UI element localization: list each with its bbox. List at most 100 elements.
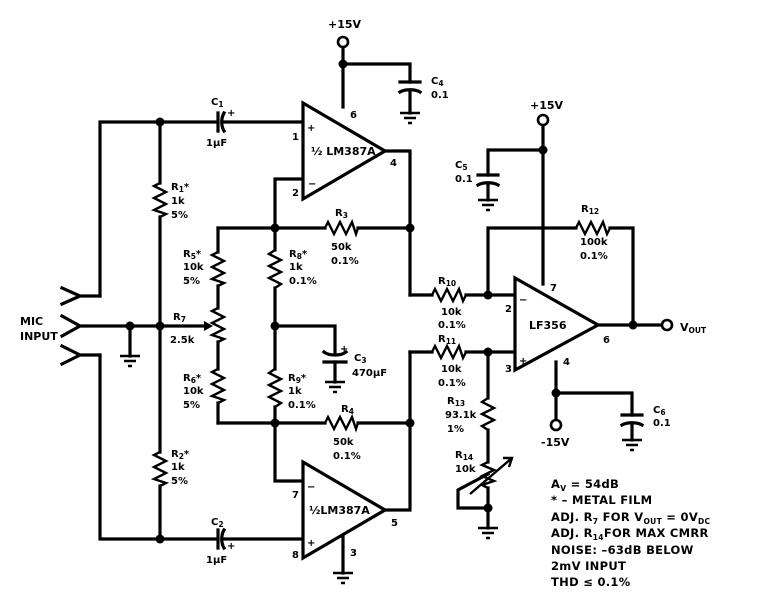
wire-u1b-out: [383, 350, 412, 512]
svg-text:R6*: R6*: [183, 373, 202, 385]
note-adj-r7: ADJ. R7 FOR VOUT = 0VDC: [551, 510, 711, 526]
svg-text:50k: 50k: [331, 242, 352, 253]
mic-connector-prong-bot: [59, 343, 102, 367]
svg-text:R8*: R8*: [289, 249, 308, 261]
c4-value: 0.1: [431, 90, 449, 101]
opamp-u1a: [301, 100, 389, 202]
resistor-r10: [430, 285, 468, 305]
svg-text:5%: 5%: [183, 400, 200, 411]
svg-text:1k: 1k: [289, 262, 303, 273]
capacitor-c6: [619, 413, 645, 428]
u1b-noninv-sign: +: [307, 538, 315, 549]
wire-c6: [554, 391, 634, 417]
junction-dot: [483, 290, 493, 300]
svg-text:R11: R11: [438, 334, 456, 346]
svg-text:10k: 10k: [455, 464, 476, 475]
u1a-pin-2: 2: [292, 188, 299, 199]
ground-icon-c4: [400, 111, 420, 125]
terminal-vout: [660, 318, 674, 332]
resistors: [150, 181, 612, 495]
capacitor-c2: [216, 527, 227, 551]
svg-text:2.5k: 2.5k: [170, 335, 195, 346]
c4-name: C4: [431, 76, 444, 88]
svg-text:R12: R12: [581, 204, 599, 216]
u2-pin-4: 4: [563, 357, 570, 368]
r14-adjust-arrow: [469, 456, 514, 495]
junction-dot: [483, 347, 493, 357]
svg-text:10k: 10k: [183, 386, 204, 397]
svg-text:R9*: R9*: [288, 373, 307, 385]
opamp-u1a-label: ½ LM387A: [311, 145, 376, 158]
c3-polarity: +: [340, 344, 348, 355]
wire-u1b-inv: [273, 421, 305, 483]
u1b-pin-8: 8: [292, 550, 299, 561]
svg-text:50k: 50k: [333, 437, 354, 448]
wire-c4: [341, 62, 412, 84]
u2-pin-3: 3: [505, 364, 512, 375]
junction-dot: [551, 388, 561, 398]
opamp-u2-label: LF356: [529, 319, 567, 332]
note-metal-film: * – METAL FILM: [551, 493, 652, 507]
junction-dot: [338, 59, 348, 69]
c6-value: 0.1: [653, 418, 671, 429]
svg-text:10k: 10k: [441, 364, 462, 375]
svg-text:0.1%: 0.1%: [333, 451, 361, 462]
resistor-r13: [479, 397, 497, 431]
u1b-pin-3: 3: [350, 548, 357, 559]
resistor-r3: [323, 218, 360, 238]
svg-text:93.1k: 93.1k: [445, 410, 477, 421]
ground-icon-r14: [478, 526, 498, 540]
ground-icon-c3: [325, 380, 345, 394]
svg-text:R7: R7: [173, 312, 186, 324]
mic-input-label-line1: MIC: [20, 315, 43, 328]
u2-pin-6: 6: [603, 335, 610, 346]
r10-label: R10 10k 0.1%: [438, 276, 466, 331]
junction-dot: [155, 117, 165, 127]
junction-dot: [270, 321, 280, 331]
mic-input-label-line2: INPUT: [20, 330, 58, 343]
c1-polarity: +: [227, 108, 235, 119]
opamp-u2: [513, 275, 602, 373]
r12-label: R12 100k 0.1%: [580, 204, 608, 262]
svg-text:R5*: R5*: [183, 249, 202, 261]
note-noise: NOISE: –63dB BELOW: [551, 543, 694, 557]
c2-value: 1μF: [206, 555, 227, 566]
terminal-vplus-top: [336, 35, 350, 49]
capacitor-c4: [397, 80, 423, 95]
r2-label: R2* 1k 5%: [171, 449, 190, 487]
wire-r12-left: [486, 226, 578, 297]
u2-inv-sign: −: [519, 295, 527, 306]
c3-name: C3: [354, 353, 367, 365]
svg-text:10k: 10k: [183, 262, 204, 273]
mic-connector-prong-mid: [59, 313, 162, 339]
svg-text:R3: R3: [335, 208, 348, 220]
supply-label-vplus-top: +15V: [328, 18, 362, 31]
u1a-pin-6: 6: [350, 110, 357, 121]
u2-noninv-sign: +: [519, 356, 527, 367]
opamp-u1b: [301, 459, 389, 561]
r7-wiper-arrow: [204, 321, 213, 331]
junction-dot: [483, 503, 493, 513]
vout-label: VOUT: [680, 321, 707, 335]
svg-text:R2*: R2*: [171, 449, 190, 461]
wire-u1a-inv: [273, 177, 305, 230]
svg-text:0.1%: 0.1%: [331, 256, 359, 267]
junction-dot: [538, 145, 548, 155]
u1a-inv-sign: −: [308, 179, 316, 190]
r4-label: R4 50k 0.1%: [333, 404, 361, 462]
note-gain: AV = 54dB: [551, 477, 619, 493]
wire-r14-wiper-short: [456, 471, 491, 510]
svg-text:R4: R4: [341, 404, 354, 416]
resistor-r12: [574, 218, 612, 238]
svg-text:1k: 1k: [171, 196, 185, 207]
r1-label: R1* 1k 5%: [171, 182, 190, 221]
design-notes: AV = 54dB * – METAL FILM ADJ. R7 FOR VOU…: [551, 477, 711, 589]
r9-label: R9* 1k 0.1%: [288, 373, 316, 411]
c5-value: 0.1: [455, 174, 473, 185]
terminal-vplus-right: [536, 113, 550, 127]
resistor-r7: [208, 306, 228, 344]
wire-r12-right: [608, 226, 635, 327]
svg-text:5%: 5%: [171, 476, 188, 487]
resistor-r6: [208, 367, 228, 405]
